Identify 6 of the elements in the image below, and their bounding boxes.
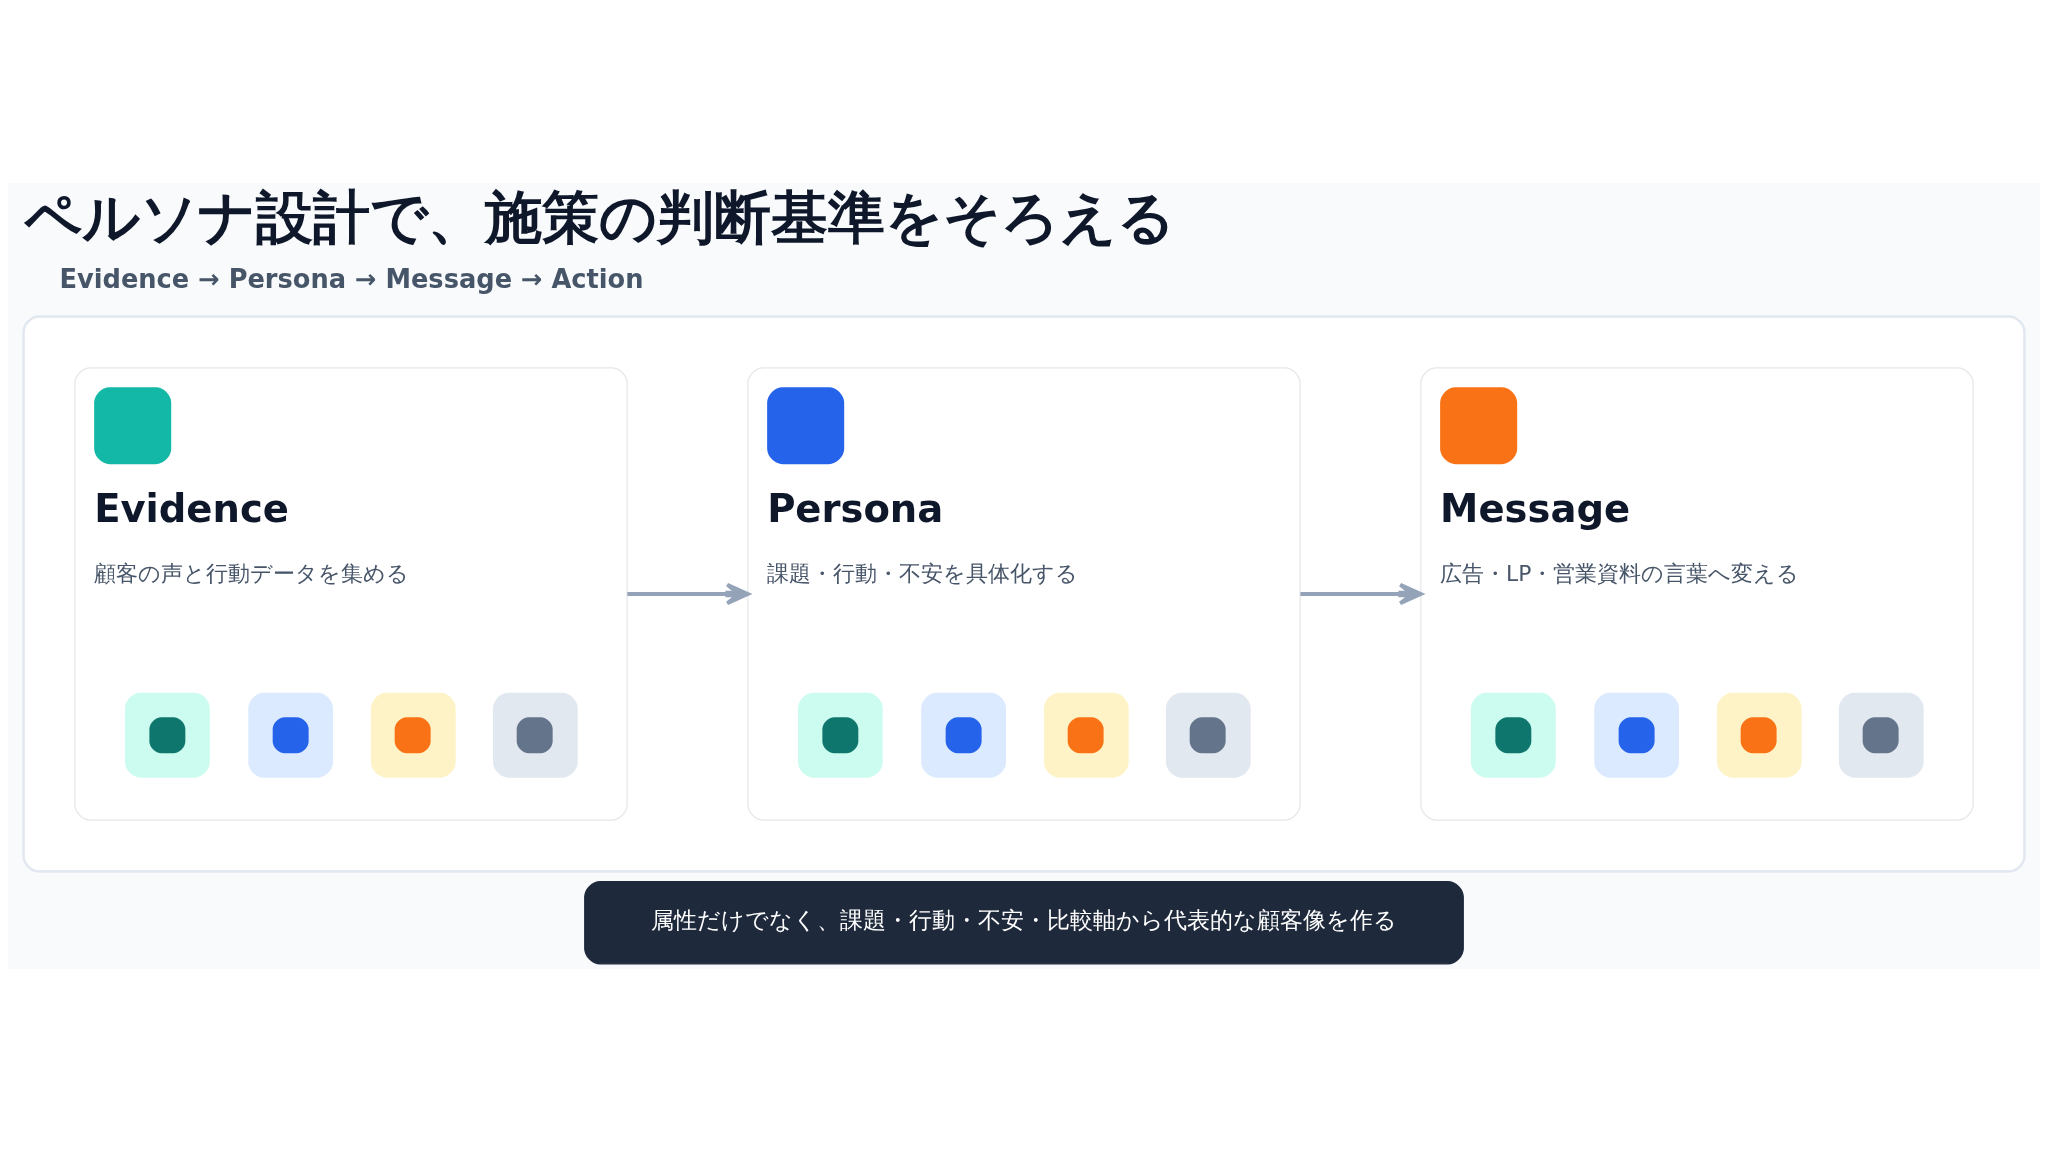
node-box: 属性だけでなく、課題・行動・不安・比較軸から代表的な顧客像を作る	[584, 881, 1464, 965]
diagram-title: ペルソナ設計で、施策の判断基準をそろえる	[23, 185, 1175, 251]
label: Evidence → Persona → Message → Action	[59, 264, 644, 295]
arrow	[627, 582, 750, 606]
cluster	[22, 315, 2026, 873]
arrow	[1300, 582, 1423, 606]
